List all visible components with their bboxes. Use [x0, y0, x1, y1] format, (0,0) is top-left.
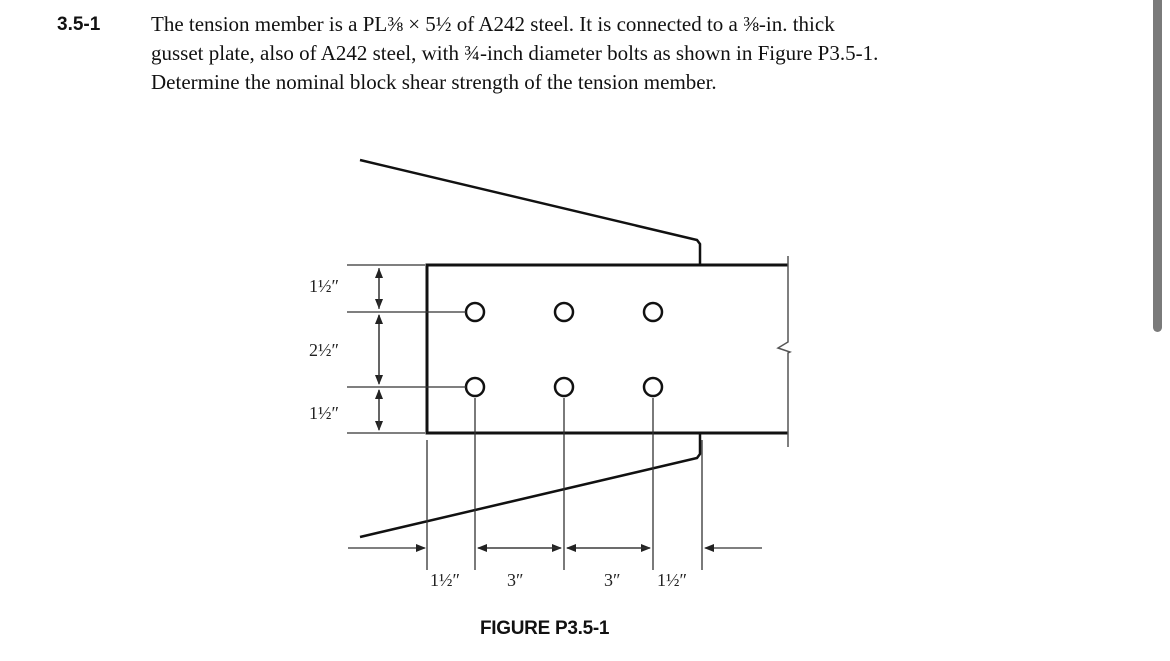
dim-gage: 2½″: [309, 340, 339, 360]
dim-pitch-2: 3″: [604, 570, 621, 590]
bolt-holes: [464, 301, 664, 398]
problem-statement: The tension member is a PL⅜ × 5½ of A242…: [151, 10, 1031, 97]
vertical-scrollbar[interactable]: [1153, 0, 1162, 332]
problem-line-1: The tension member is a PL⅜ × 5½ of A242…: [151, 12, 835, 36]
problem-line-3: Determine the nominal block shear streng…: [151, 70, 717, 94]
dim-edge-right: 1½″: [657, 570, 687, 590]
dim-pitch-1: 3″: [507, 570, 524, 590]
problem-number: 3.5-1: [57, 14, 101, 35]
tension-member-plate: [425, 263, 788, 435]
dim-edge-top: 1½″: [309, 276, 339, 296]
problem-line-2: gusset plate, also of A242 steel, with ¾…: [151, 41, 879, 65]
dim-edge-bottom: 1½″: [309, 403, 339, 423]
figure-caption: FIGURE P3.5-1: [480, 618, 610, 639]
break-line: [776, 256, 792, 447]
vertical-dimension-lines: [347, 264, 466, 434]
dim-edge-left: 1½″: [430, 570, 460, 590]
horizontal-dimension-lines: [348, 398, 762, 570]
gusset-plate: [359, 158, 702, 539]
